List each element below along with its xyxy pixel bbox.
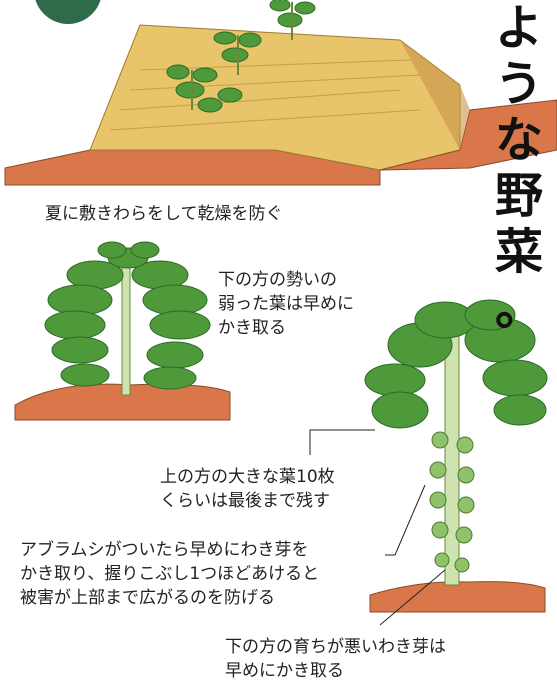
caption-upper-leaves-line2: くらいは最後まで残す xyxy=(160,491,330,511)
mature-plant-illustration xyxy=(364,299,548,613)
caption-side-buds-line2: 早めにかき取る xyxy=(225,661,344,681)
caption-upper-leaves-line1: 上の方の大きな葉10枚 xyxy=(160,467,335,487)
step-badge xyxy=(35,0,101,24)
caption-lower-leaves-line1: 下の方の勢いの xyxy=(218,270,337,290)
caption-aphid-line1: アブラムシがついたら早めにわき芽を xyxy=(20,540,309,560)
caption-lower-leaves-line3: かき取る xyxy=(218,318,286,338)
caption-lower-leaves-line2: 弱った葉は早めに xyxy=(218,294,354,314)
raised-bed-illustration xyxy=(4,0,557,186)
young-plant-illustration xyxy=(14,241,231,421)
caption-mulch: 夏に敷きわらをして乾燥を防ぐ xyxy=(45,204,283,224)
caption-aphid-line2: かき取り、握りこぶし1つほどあけると xyxy=(20,564,320,584)
caption-aphid-line3: 被害が上部まで広がるのを防げる xyxy=(20,588,275,608)
caption-side-buds-line1: 下の方の育ちが悪いわき芽は xyxy=(225,637,446,657)
vertical-title: よ う な 野 菜 。 xyxy=(494,0,543,336)
leader-lines xyxy=(309,429,446,626)
